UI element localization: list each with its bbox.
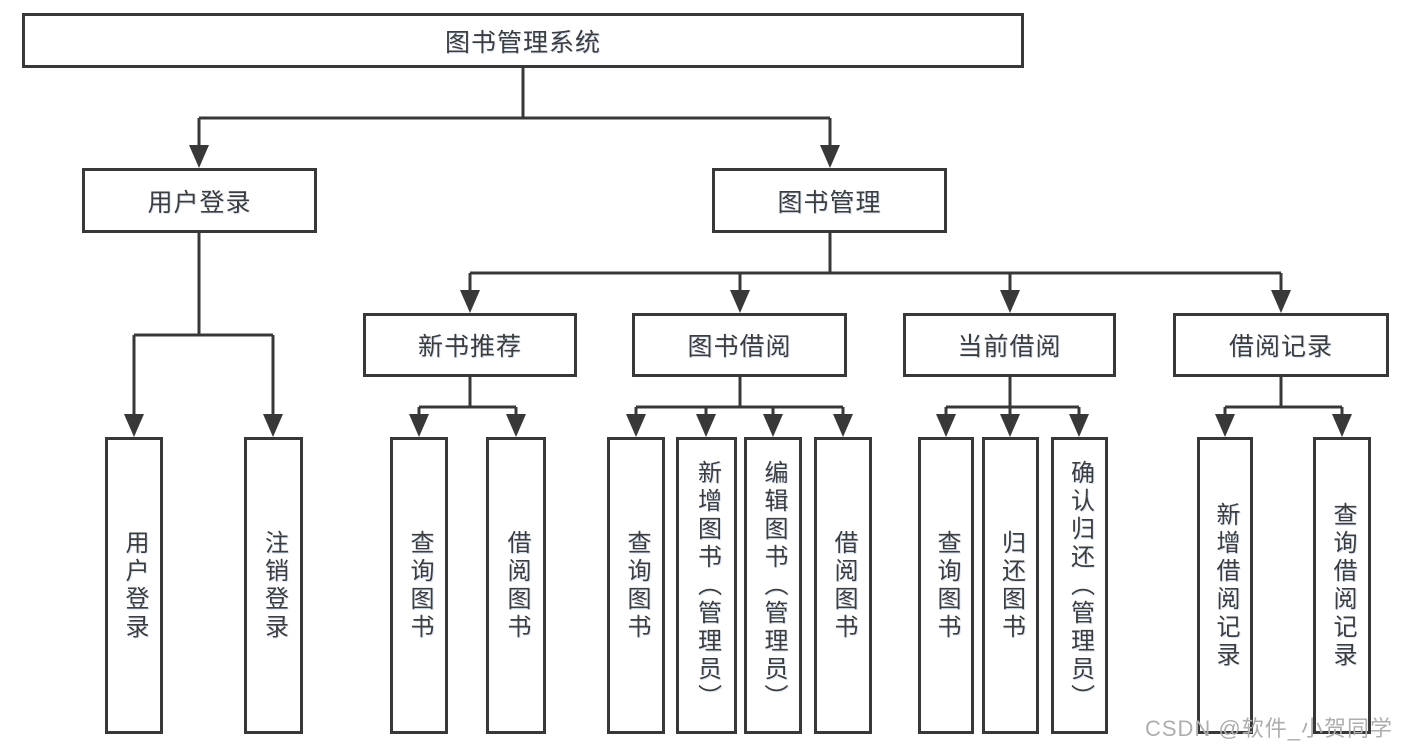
node-book-management-label: 图书管理	[777, 188, 882, 217]
leaf-user-login-label: 用户登录	[121, 529, 148, 642]
leaf-borrow-add-book-admin: 新增图书（管理员）	[676, 437, 737, 734]
leaf-current-confirm-return-admin: 确认归还（管理员）	[1051, 437, 1108, 734]
node-book-management: 图书管理	[712, 168, 947, 233]
leaf-records-query-record: 查询借阅记录	[1313, 437, 1371, 734]
node-book-borrowing: 图书借阅	[632, 313, 847, 377]
leaf-current-query-book: 查询图书	[918, 437, 974, 734]
node-borrowing-records-label: 借阅记录	[1228, 333, 1333, 361]
leaf-borrow-query-book: 查询图书	[607, 437, 665, 734]
node-user-login: 用户登录	[82, 168, 317, 233]
leaf-recommend-borrow-book: 借阅图书	[486, 437, 546, 734]
leaf-records-add-record-label: 新增借阅记录	[1212, 501, 1239, 670]
leaf-borrow-borrow-book: 借阅图书	[814, 437, 872, 734]
watermark: CSDN @软件_小贺同学	[1144, 716, 1393, 741]
leaf-records-query-record-label: 查询借阅记录	[1329, 501, 1356, 670]
node-current-borrowing: 当前借阅	[903, 313, 1116, 377]
node-current-borrowing-label: 当前借阅	[957, 333, 1062, 361]
node-new-book-recommend: 新书推荐	[363, 313, 577, 377]
leaf-logout-label: 注销登录	[260, 529, 288, 642]
leaf-user-login: 用户登录	[105, 437, 163, 734]
leaf-current-query-book-label: 查询图书	[933, 529, 960, 642]
node-library-system-label: 图书管理系统	[444, 28, 601, 57]
leaf-current-confirm-return-admin-label: 确认归还（管理员）	[1066, 459, 1094, 712]
node-user-login-label: 用户登录	[147, 188, 252, 217]
leaf-records-add-record: 新增借阅记录	[1197, 437, 1253, 734]
leaf-borrow-borrow-book-label: 借阅图书	[830, 529, 857, 642]
node-new-book-recommend-label: 新书推荐	[417, 333, 522, 361]
leaf-recommend-query-book-label: 查询图书	[406, 529, 433, 642]
leaf-recommend-query-book: 查询图书	[390, 437, 448, 734]
leaf-recommend-borrow-book-label: 借阅图书	[503, 529, 530, 642]
leaf-current-return-book-label: 归还图书	[997, 529, 1025, 642]
leaf-borrow-add-book-admin-label: 新增图书（管理员）	[693, 459, 721, 712]
leaf-borrow-edit-book-admin: 编辑图书（管理员）	[744, 437, 802, 734]
leaf-logout: 注销登录	[244, 437, 303, 734]
node-borrowing-records: 借阅记录	[1173, 313, 1389, 377]
node-book-borrowing-label: 图书借阅	[687, 333, 792, 361]
node-library-system: 图书管理系统	[22, 13, 1024, 68]
leaf-current-return-book: 归还图书	[982, 437, 1039, 734]
arrowhead-icons	[124, 145, 1352, 437]
leaf-borrow-edit-book-admin-label: 编辑图书（管理员）	[760, 459, 787, 712]
leaf-borrow-query-book-label: 查询图书	[623, 529, 650, 642]
